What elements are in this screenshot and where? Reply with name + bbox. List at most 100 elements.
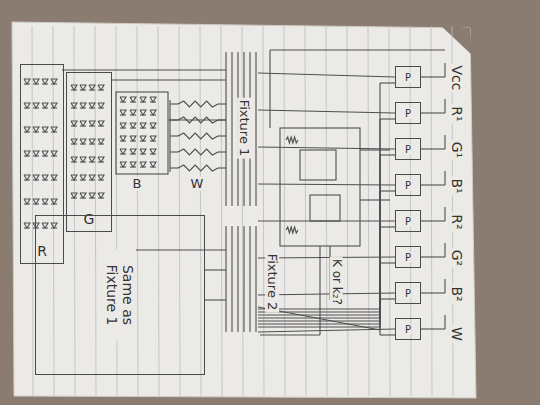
wire-bundle <box>255 52 256 206</box>
led-symbol <box>89 103 95 108</box>
led-symbol <box>24 179 30 180</box>
led-symbol <box>51 227 57 228</box>
led-symbol <box>150 123 156 128</box>
led-symbol <box>120 166 126 167</box>
led-symbol <box>71 161 77 162</box>
wire <box>258 317 380 318</box>
wire <box>421 148 445 149</box>
led-symbol <box>42 131 48 132</box>
group-label: B <box>131 177 144 191</box>
fixture-label: Fixture 2 <box>265 252 279 313</box>
transistor-box: P <box>395 138 421 160</box>
led-symbol <box>33 107 39 108</box>
transistor-label: P <box>405 108 411 119</box>
led-symbol <box>51 83 57 84</box>
led-symbol <box>140 110 146 115</box>
led-symbol <box>71 193 77 198</box>
led-symbol <box>120 149 126 154</box>
led-symbol <box>120 123 126 128</box>
wire <box>260 334 320 335</box>
led-symbol <box>150 149 156 154</box>
led-symbol <box>80 143 86 144</box>
led-symbol <box>150 166 156 167</box>
component-symbol <box>310 195 340 221</box>
led-symbol <box>140 97 146 102</box>
led-symbol <box>51 103 57 108</box>
wire <box>421 256 445 257</box>
wire <box>421 112 445 113</box>
wire <box>258 329 395 332</box>
led-symbol <box>71 121 77 126</box>
led-symbol <box>130 123 136 128</box>
led-symbol <box>98 121 104 126</box>
group-label: W <box>189 177 206 191</box>
led-symbol <box>51 79 57 84</box>
led-symbol <box>140 153 146 154</box>
led-symbol <box>51 223 57 228</box>
led-symbol <box>42 155 48 156</box>
wire <box>112 79 226 80</box>
led-symbol <box>120 153 126 154</box>
led-symbol <box>150 162 156 167</box>
led-symbol <box>42 199 48 204</box>
wire <box>258 326 380 327</box>
led-symbol <box>51 203 57 204</box>
wire <box>218 135 226 136</box>
wire <box>380 262 395 263</box>
led-symbol <box>51 151 57 156</box>
led-symbol <box>150 110 156 115</box>
led-symbol <box>130 97 136 102</box>
led-symbol <box>150 140 156 141</box>
paper-rule <box>389 26 390 396</box>
wire <box>444 99 445 113</box>
led-symbol <box>98 175 104 180</box>
wire-bundle <box>255 226 256 332</box>
led-symbol <box>24 103 30 108</box>
led-symbol <box>80 157 86 162</box>
led-symbol <box>89 175 95 180</box>
led-symbol <box>150 153 156 154</box>
led-symbol <box>51 155 57 156</box>
led-symbol <box>42 223 48 228</box>
led-symbol <box>51 175 57 180</box>
wire <box>421 292 445 293</box>
wire-bundle <box>231 226 232 332</box>
wire <box>380 82 395 83</box>
led-symbol <box>33 155 39 156</box>
paper-rule <box>347 26 348 396</box>
led-symbol <box>33 79 39 84</box>
wire-bundle <box>231 52 232 206</box>
transistor-box: P <box>395 174 421 196</box>
led-symbol <box>89 139 95 144</box>
transistor-box: P <box>395 102 421 124</box>
wire <box>421 76 445 77</box>
led-symbol <box>24 175 30 180</box>
led-symbol <box>33 103 39 108</box>
led-symbol <box>24 155 30 156</box>
wire <box>170 103 178 104</box>
wire <box>258 314 380 315</box>
led-symbol <box>98 197 104 198</box>
paper-rule <box>242 26 243 396</box>
led-symbol <box>140 149 146 154</box>
led-symbol <box>71 85 77 90</box>
led-symbol <box>33 227 39 228</box>
wire <box>380 298 395 299</box>
wire <box>270 49 445 50</box>
led-symbol <box>24 223 30 228</box>
paper-rule <box>179 26 180 396</box>
paper-rule <box>32 26 33 396</box>
paper-rule <box>368 26 369 396</box>
led-symbol <box>71 157 77 162</box>
paper-rule <box>305 26 306 396</box>
led-symbol <box>98 89 104 90</box>
wire <box>379 263 380 315</box>
led-symbol <box>24 151 30 156</box>
led-symbol <box>130 162 136 167</box>
led-symbol <box>24 107 30 108</box>
led-symbol <box>140 123 146 128</box>
resistor-symbol <box>178 133 218 139</box>
led-array-outline <box>116 92 168 174</box>
led-symbol <box>42 179 48 180</box>
led-symbol <box>89 161 95 162</box>
